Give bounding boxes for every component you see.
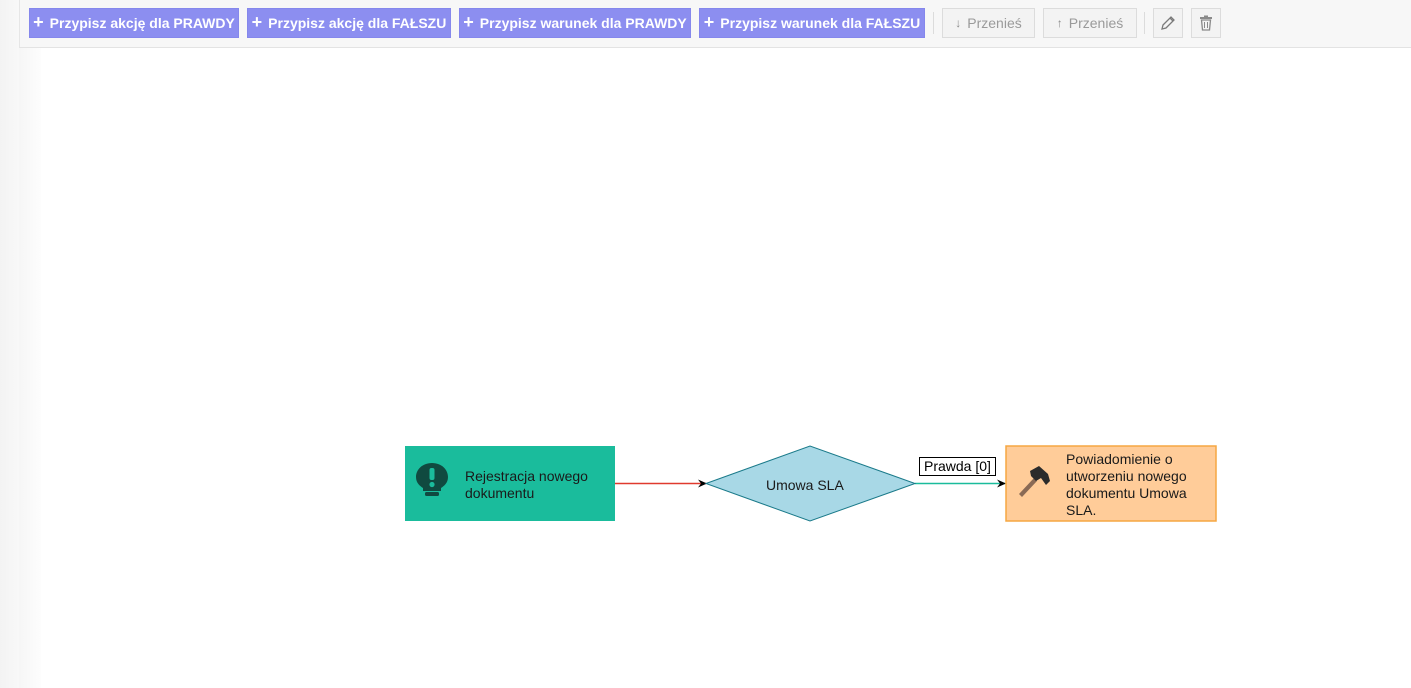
edit-button[interactable] (1153, 8, 1183, 38)
assign-condition-true-button[interactable]: + Przypisz warunek dla PRAWDY (459, 8, 691, 38)
assign-condition-false-label: Przypisz warunek dla FAŁSZU (720, 15, 921, 31)
assign-action-true-label: Przypisz akcję dla PRAWDY (49, 15, 235, 31)
left-gutter (0, 0, 19, 688)
action-node[interactable] (1005, 445, 1217, 522)
hammer-icon (1019, 466, 1050, 497)
plus-icon: + (251, 12, 263, 32)
move-up-label: Przenieś (1068, 15, 1124, 31)
assign-action-false-button[interactable]: + Przypisz akcję dla FAŁSZU (247, 8, 451, 38)
toolbar-separator (933, 12, 934, 34)
toolbar: + Przypisz akcję dla PRAWDY + Przypisz a… (19, 0, 1411, 48)
plus-icon: + (33, 12, 44, 32)
assign-condition-false-button[interactable]: + Przypisz warunek dla FAŁSZU (699, 8, 925, 38)
decision-node-label: Umowa SLA (766, 477, 844, 493)
assign-action-true-button[interactable]: + Przypisz akcję dla PRAWDY (29, 8, 239, 38)
assign-action-false-label: Przypisz akcję dla FAŁSZU (268, 15, 447, 31)
plus-icon: + (703, 12, 715, 32)
move-up-button[interactable]: ↑ Przenieś (1043, 8, 1137, 38)
edge-true-label: Prawda [0] (919, 457, 996, 476)
trash-icon (1200, 15, 1212, 31)
action-node-label: Powiadomienie o utworzeniu nowego dokume… (1066, 451, 1187, 518)
plus-icon: + (463, 12, 474, 32)
toolbar-separator (1144, 12, 1145, 34)
left-panel-edge (19, 48, 41, 688)
delete-button[interactable] (1191, 8, 1221, 38)
arrow-down-icon: ↓ (955, 16, 962, 30)
decision-node[interactable] (704, 445, 917, 522)
start-node-label: Rejestracja nowego dokumentu (465, 468, 588, 501)
move-down-button[interactable]: ↓ Przenieś (942, 8, 1035, 38)
pencil-icon (1161, 16, 1175, 30)
lightbulb-exclamation-icon (416, 463, 448, 496)
arrow-up-icon: ↑ (1056, 16, 1063, 30)
move-down-label: Przenieś (967, 15, 1022, 31)
assign-condition-true-label: Przypisz warunek dla PRAWDY (479, 15, 687, 31)
